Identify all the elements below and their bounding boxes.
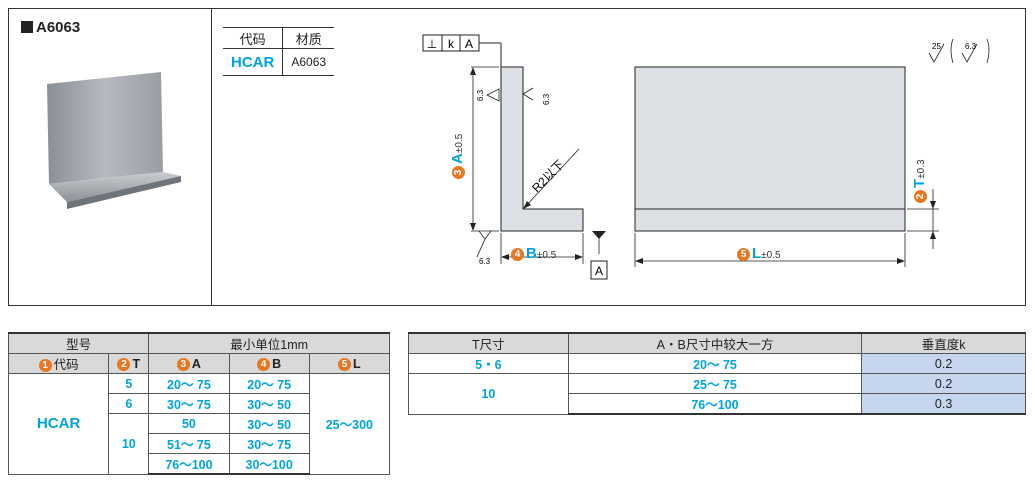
- num-3-icon: 3: [176, 357, 190, 371]
- spec-A: 20～ 75: [148, 373, 230, 394]
- num-4-icon: 4: [257, 357, 271, 371]
- spec-B: 20～ 75: [228, 373, 310, 394]
- dim-B-letter: B: [526, 245, 537, 262]
- l-profile: [500, 66, 584, 232]
- spec-B: 30～ 50: [228, 413, 310, 434]
- perp-AB: 25～ 75: [567, 373, 863, 394]
- dim-L-tol: ±0.5: [761, 250, 781, 261]
- datum-label: A: [595, 264, 603, 278]
- perp-k: 0.2: [861, 353, 1026, 374]
- table-row: 10 25～ 75 0.2: [408, 373, 1026, 415]
- num-2-icon: 2: [117, 357, 131, 371]
- general-roughness: [928, 38, 990, 64]
- num-3-icon: 3: [452, 166, 465, 179]
- dim-B-tol: ±0.5: [536, 250, 557, 261]
- table-row: 5・6 20～ 75 0.2: [408, 353, 1026, 374]
- material-value: A6063: [282, 48, 335, 76]
- perp-header-AB: A・B尺寸中较大一方: [567, 332, 863, 354]
- perp-header-T: T尺寸: [408, 332, 569, 354]
- dim-A-lines: [471, 66, 499, 232]
- material-code: HCAR: [223, 48, 284, 76]
- spec-col-T-text: T: [132, 356, 141, 371]
- rough-25: 25: [932, 42, 941, 51]
- photo-cell: A6063: [9, 9, 212, 305]
- perp-header-k: 垂直度k: [861, 332, 1026, 354]
- dim-T-letter: T: [911, 178, 928, 188]
- table-row: 51～ 75 30～ 75: [9, 433, 390, 454]
- spec-unit-header: 最小单位1mm: [148, 332, 390, 354]
- table-row: 76～100 0.3: [409, 393, 1026, 415]
- num-5-icon: 5: [737, 248, 750, 261]
- perp-AB: 20～ 75: [567, 353, 863, 374]
- spec-B: 30～ 50: [228, 393, 310, 414]
- perp-AB: 76～100: [567, 393, 863, 415]
- spec-A: 51～ 75: [148, 433, 230, 454]
- spec-col-L-text: L: [353, 356, 361, 371]
- spec-B: 30～100: [228, 453, 310, 475]
- material-header-material: 材质: [282, 27, 335, 49]
- technical-drawing: ⊥ k A 6.3 6.3 6.3: [422, 34, 990, 280]
- product-photo: [47, 72, 181, 209]
- spec-B: 30～ 75: [228, 433, 310, 454]
- rough-mark-bottom: 6.3: [479, 257, 491, 266]
- spec-col-A-text: A: [191, 356, 201, 371]
- spec-col-code-text: 代码: [53, 358, 79, 372]
- table-row: 76～100 30～100: [9, 453, 390, 475]
- spec-T: 10: [108, 413, 150, 475]
- dim-A-tol: ±0.5: [454, 133, 465, 154]
- perp-T: 5・6: [408, 353, 569, 374]
- spec-A: 76～100: [148, 453, 230, 475]
- rough-63-paren: 6.3: [965, 42, 977, 51]
- rough-mark-right: 6.3: [542, 93, 551, 105]
- roughness-marks: [476, 87, 534, 258]
- spec-T: 6: [108, 393, 150, 414]
- spec-L: 25～300: [308, 373, 391, 475]
- radius-note: R2以下: [529, 157, 567, 195]
- dim-A-label: 3 A±0.5: [449, 134, 466, 179]
- material-label: A6063: [36, 19, 81, 36]
- gdt-datum: A: [465, 37, 473, 51]
- num-5-icon: 5: [338, 357, 352, 371]
- front-view: [634, 66, 906, 232]
- spec-A: 30～ 75: [148, 393, 230, 414]
- gdt-perp-symbol: ⊥: [427, 37, 437, 51]
- spec-T: 5: [108, 373, 150, 394]
- material-title: A6063: [21, 19, 80, 36]
- table-row: 10 50 30～ 50: [9, 413, 390, 475]
- perp-k: 0.2: [861, 373, 1026, 394]
- material-header-code: 代码: [223, 27, 284, 49]
- num-4-icon: 4: [511, 248, 524, 261]
- spec-group-header: 型号: [7, 332, 150, 354]
- spec-col-B-text: B: [272, 356, 282, 371]
- spec-code: HCAR: [7, 373, 110, 475]
- rough-mark-left: 6.3: [476, 89, 485, 101]
- perpendicularity-table: T尺寸 A・B尺寸中较大一方 垂直度k 5・6 20～ 75 0.2 10 25…: [408, 332, 1026, 415]
- perp-T: 10: [408, 373, 569, 415]
- dim-T-tol: ±0.3: [916, 159, 927, 179]
- table-row: HCAR 5 20～ 75 20～ 75 25～300: [7, 373, 391, 475]
- gdt-k: k: [448, 37, 455, 51]
- square-icon: [21, 21, 33, 33]
- dim-L-letter: L: [752, 245, 762, 262]
- drawing-panel: A6063 代码 材质 HCAR A6063: [8, 8, 1026, 306]
- spec-A: 50: [148, 413, 230, 434]
- material-table: 代码 材质 HCAR A6063: [223, 27, 335, 76]
- dim-T-label: 2 T±0.3: [911, 159, 928, 203]
- num-2-icon: 2: [914, 190, 927, 203]
- perp-k: 0.3: [861, 393, 1026, 415]
- dim-A-letter: A: [449, 153, 466, 164]
- gdt-frame: [422, 34, 502, 67]
- num-1-icon: 1: [38, 359, 52, 372]
- datum-symbol: [590, 231, 608, 280]
